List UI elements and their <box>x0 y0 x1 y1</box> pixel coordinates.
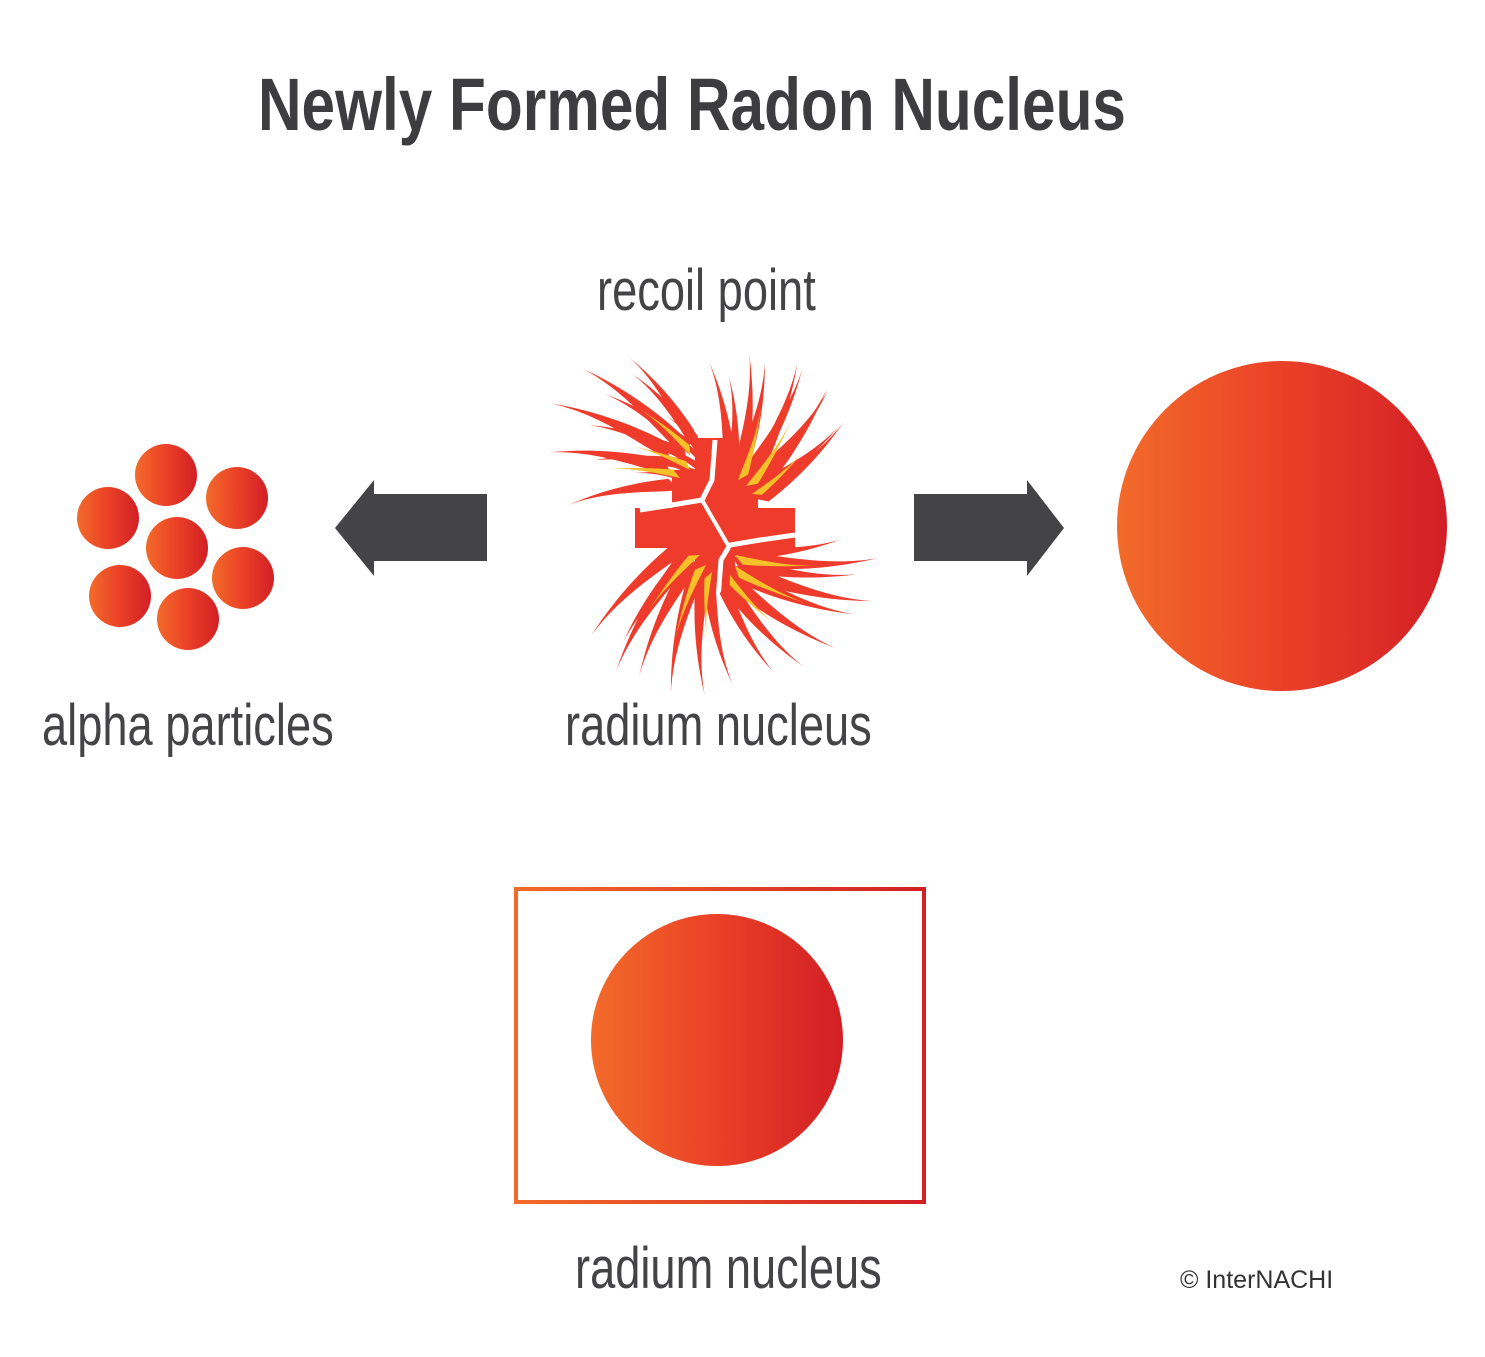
alpha-particle <box>157 588 219 650</box>
alpha-particles-cluster <box>77 444 274 650</box>
alpha-particle <box>89 565 151 627</box>
right-arrow-icon <box>914 480 1064 576</box>
recoil-point-label: recoil point <box>597 258 816 323</box>
alpha-particle <box>212 547 274 609</box>
alpha-particles-label: alpha particles <box>42 693 334 758</box>
radon-nucleus-sphere <box>1117 361 1447 691</box>
copyright-notice: © InterNACHI <box>1180 1266 1334 1294</box>
radium-nucleus-sphere <box>591 914 843 1166</box>
alpha-particle <box>206 467 268 529</box>
alpha-particle <box>77 487 139 549</box>
radium-nucleus-frame <box>514 887 926 1204</box>
recoil-point-burst-icon <box>549 343 879 695</box>
alpha-particle <box>146 517 208 579</box>
radium-nucleus-label-top: radium nucleus <box>565 693 872 758</box>
page-title: Newly Formed Radon Nucleus <box>258 63 1126 146</box>
alpha-particle <box>135 444 197 506</box>
radium-nucleus-label-bottom: radium nucleus <box>575 1236 882 1301</box>
left-arrow-icon <box>335 480 487 576</box>
